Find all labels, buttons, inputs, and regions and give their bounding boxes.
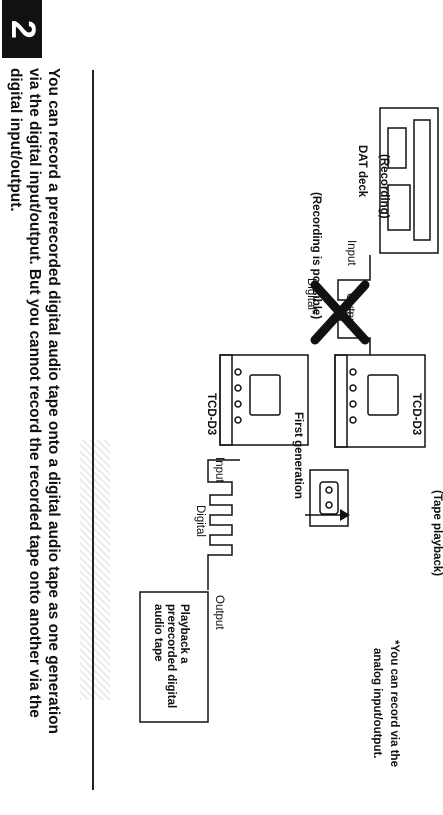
device2-knob-4 [349, 416, 357, 424]
transfer-arrow-head [340, 509, 350, 521]
device1-knob-2 [234, 384, 242, 392]
header-line-3: digital input/output. [7, 68, 24, 212]
device1-knob-4 [234, 416, 242, 424]
device1-name: TCD-D3 [205, 393, 217, 436]
step-number-badge: 2 [2, 0, 42, 58]
input-label-2: Input [345, 240, 357, 266]
source-box [139, 591, 209, 723]
footnote-line-2: analog input/output. [371, 648, 383, 759]
device2-knob-3 [349, 400, 357, 408]
diagram-drawing [139, 107, 439, 723]
footnote-line-1: *You can record via the [388, 640, 400, 767]
dat-deck-label: DAT deck [356, 145, 368, 198]
cassette-box [309, 469, 349, 527]
output-label-1: Output [213, 595, 225, 630]
device1-cassette-window [249, 374, 281, 416]
device1-panel [219, 354, 233, 446]
device2-name: TCD-D3 [410, 393, 422, 436]
header-strip: 2 You can record a prerecorded digital a… [0, 0, 118, 815]
digital-wire-2 [337, 255, 371, 355]
device2-knob-2 [349, 384, 357, 392]
dat-deck-panel [413, 119, 431, 241]
first-generation-label: First generation [292, 412, 304, 499]
source-box-label: Playback a prerecorded digital audio tap… [152, 604, 190, 709]
digital-label-2: Digital* [305, 278, 317, 315]
device2-knob-1 [349, 368, 357, 376]
recording-diagram: Playback a prerecorded digital audio tap… [100, 0, 443, 815]
scan-noise-texture [80, 440, 110, 700]
input-label-1: Input [213, 457, 225, 483]
device2-panel [334, 354, 348, 448]
device2-status: (Tape playback) [431, 490, 443, 577]
digital-label-1: Digital [194, 505, 206, 537]
device1-knob-3 [234, 400, 242, 408]
cassette-icon [319, 481, 339, 515]
header-line-1: You can record a prerecorded digital aud… [45, 68, 62, 734]
dat-deck-body [379, 107, 439, 254]
dat-deck-status: (Recording) [378, 154, 390, 219]
digital-wire-1 [207, 459, 240, 590]
not-possible-cross-mark [310, 280, 370, 345]
cassette-reel-1 [325, 486, 333, 494]
cassette-reel-2 [325, 501, 333, 509]
dat-deck-slot [387, 184, 411, 231]
header-line-2: via the digital input/output. But you ca… [26, 68, 43, 718]
dat-deck-display [387, 127, 407, 169]
device1-knob-1 [234, 368, 242, 376]
header-divider [92, 70, 94, 790]
output-label-2: Output [344, 293, 356, 328]
device2-cassette-window [367, 374, 399, 416]
